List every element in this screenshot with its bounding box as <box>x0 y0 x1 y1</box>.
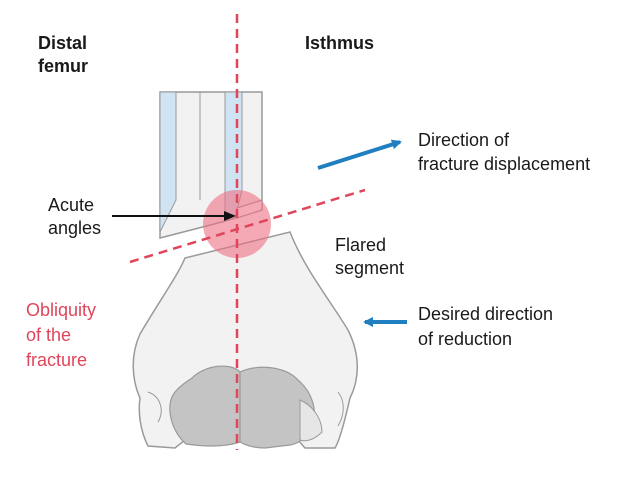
obliquity-line-2: of the <box>26 325 72 345</box>
distal-femur-label: Distal femur <box>38 32 88 78</box>
acute-angles-line-1: Acute <box>48 195 95 215</box>
desired-direction-label: Desired direction of reduction <box>418 302 553 352</box>
distal-femur-line-2: femur <box>38 56 89 76</box>
epicondyle-right-detail <box>337 391 344 427</box>
fracture-displacement-line-1: Direction of <box>418 130 510 150</box>
obliquity-label: Obliquity of the fracture <box>26 298 96 373</box>
flared-segment-line-1: Flared <box>335 235 387 255</box>
desired-direction-line-2: of reduction <box>418 329 513 349</box>
left-cortex <box>159 91 177 233</box>
flared-segment-line-2: segment <box>335 258 405 278</box>
intercondylar-notch <box>299 399 323 442</box>
fracture-displacement-line-2: fracture displacement <box>418 154 591 174</box>
fracture-displacement-label: Direction of fracture displacement <box>418 128 590 176</box>
epicondyle-left-detail <box>147 391 162 423</box>
fracture-obliquity-dashed-line <box>129 188 366 264</box>
isthmus-label: Isthmus <box>305 33 375 53</box>
lateral-condyle <box>169 365 241 447</box>
obliquity-line-1: Obliquity <box>26 300 97 320</box>
obliquity-line-3: fracture <box>26 350 88 370</box>
acute-angles-line-2: angles <box>48 218 102 238</box>
flared-segment-label: Flared segment <box>335 234 404 280</box>
acute-angles-label: Acute angles <box>48 194 101 240</box>
distal-femur-line-1: Distal <box>38 33 88 53</box>
desired-direction-line-1: Desired direction <box>418 304 554 324</box>
fracture-displacement-arrow <box>317 139 402 170</box>
